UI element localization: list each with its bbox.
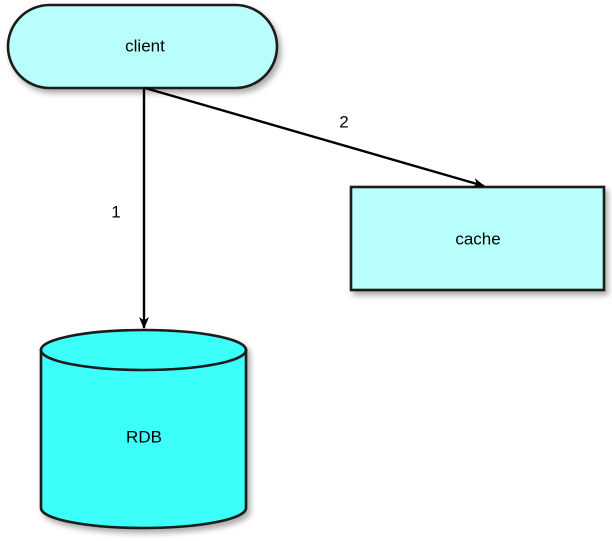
node-cache[interactable]: cache [349, 185, 606, 292]
rdb-top-ellipse [39, 328, 248, 372]
edge-2-line [144, 86, 485, 188]
edge-2-label: 2 [339, 112, 348, 131]
edge-client-to-rdb[interactable]: 1 [111, 88, 149, 329]
client-label: client [125, 36, 165, 55]
edge-client-to-cache[interactable]: 2 [144, 86, 485, 188]
client-shape [6, 3, 279, 90]
cache-label: cache [455, 229, 500, 248]
edge-1-label: 1 [111, 202, 120, 221]
rdb-label: RDB [126, 427, 162, 446]
cache-shape [349, 185, 606, 292]
node-client[interactable]: client [6, 3, 279, 90]
rdb-body [39, 348, 248, 530]
node-rdb[interactable] [39, 328, 248, 530]
